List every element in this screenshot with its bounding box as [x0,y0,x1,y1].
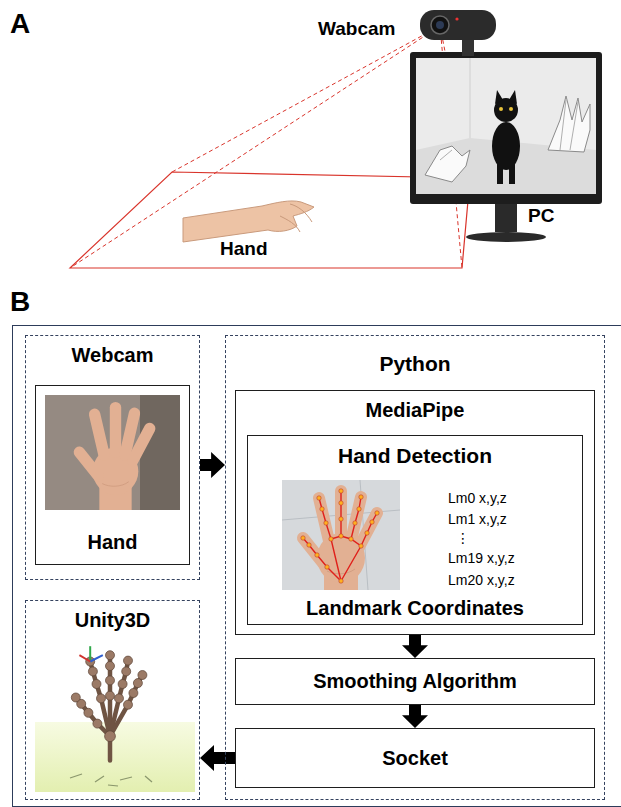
device-label: Wabcam [318,18,395,40]
panel-label: A [10,8,30,40]
unity-hand-model [35,646,195,792]
node-heading: Webcam [72,344,154,367]
landmark-photo [282,480,400,590]
photo-box: Hand [35,385,190,565]
node-heading: Socket [382,747,448,770]
panel-label: B [10,286,30,318]
source-panel: WebcamHand [25,335,200,580]
device-label: PC [528,205,554,227]
node-heading: Python [379,352,450,376]
flow-arrow [200,452,225,478]
node-caption: Landmark Coordinates [306,597,524,620]
webcam-illustration [420,10,496,56]
node-heading: MediaPipe [366,399,465,422]
process-box: Smoothing Algorithm [235,658,595,705]
process-box: Socket [235,728,595,788]
device-label: Hand [220,238,268,260]
panel-frame [13,326,621,807]
landmark-label: Lm1 x,y,z [448,511,507,527]
hand-photo [45,395,180,510]
software-panel: PythonMediaPipeHand DetectionLandmark Co… [225,335,605,800]
node-heading: Smoothing Algorithm [313,670,517,693]
node-heading: Hand [88,531,138,554]
monitor-illustration [410,52,602,242]
landmark-label: Lm20 x,y,z [448,572,515,588]
output-panel: Unity3D [25,600,200,800]
flow-arrow [402,635,428,658]
landmark-label: Lm19 x,y,z [448,550,515,566]
flow-arrow [200,745,235,771]
library-box: MediaPipeHand DetectionLandmark Coordina… [235,390,595,635]
node-heading: Hand Detection [338,444,492,468]
hand-illustration [183,201,314,242]
node-heading: Unity3D [75,609,151,632]
landmark-label: Lm0 x,y,z [448,490,507,506]
detection-box: Hand DetectionLandmark Coordinates [247,435,583,625]
flow-arrow [402,705,428,728]
ellipsis-mark: ⋮ [456,530,470,546]
